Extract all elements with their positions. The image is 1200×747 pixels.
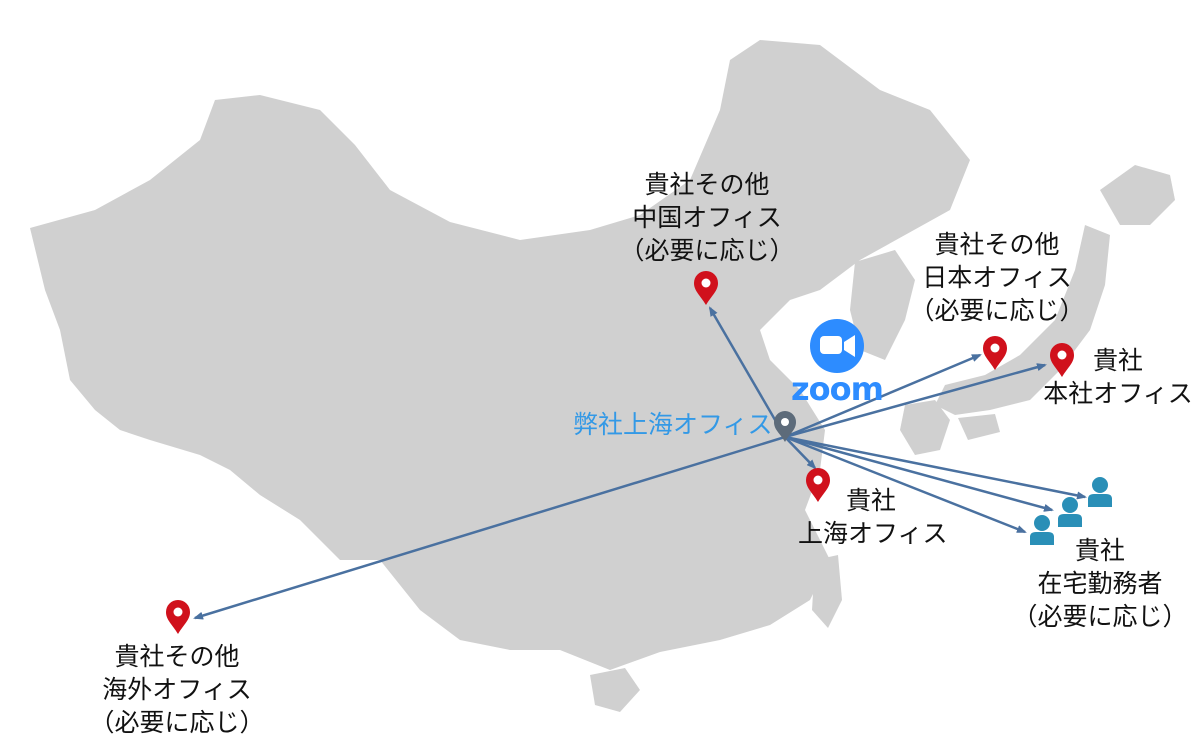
pin-china-office	[694, 271, 718, 305]
label-line: 貴社	[1092, 346, 1143, 375]
person-icon	[1062, 497, 1078, 513]
label-line: 貴社	[845, 486, 896, 515]
map-pin-icon	[166, 600, 190, 634]
label-shanghai-office: 貴社 上海オフィス	[798, 484, 948, 550]
label-line: （必要に応じ）	[619, 236, 795, 265]
zoom-logo: zoom	[782, 318, 892, 408]
korea-peninsula	[850, 250, 915, 360]
label-line: 貴社その他	[114, 642, 240, 671]
label-line: 在宅勤務者	[1037, 569, 1163, 598]
japan-kyushu	[900, 400, 950, 455]
arrow-to-china-office	[708, 306, 787, 438]
hainan-island	[590, 668, 640, 712]
label-line: 上海オフィス	[798, 519, 948, 548]
label-overseas-office: 貴社その他 海外オフィス （必要に応じ）	[82, 640, 272, 739]
pin-japan-office	[983, 336, 1007, 370]
pin-overseas-office	[166, 600, 190, 634]
connection-arrows	[193, 306, 1087, 620]
remote-worker-2	[1058, 497, 1082, 527]
arrow-to-overseas-office	[193, 435, 786, 620]
land-layer	[30, 40, 1175, 712]
taiwan-island	[812, 555, 842, 628]
pin-shanghai-office	[806, 468, 830, 502]
remote-worker-3	[1030, 515, 1054, 545]
label-japan-office: 貴社その他 日本オフィス （必要に応じ）	[902, 228, 1092, 327]
map-pin-icon	[774, 411, 796, 442]
arrow-to-remote-worker-3	[784, 435, 1027, 534]
label-line: 中国オフィス	[632, 203, 782, 232]
hub-label: 弊社上海オフィス	[573, 410, 773, 439]
zoom-wordmark: zoom	[791, 370, 884, 408]
arrow-to-japan-office	[784, 353, 982, 439]
arrow-to-headquarters	[784, 363, 1047, 439]
label-line: 貴社	[1074, 536, 1125, 565]
label-line: 日本オフィス	[922, 263, 1072, 292]
person-icon	[1092, 477, 1108, 493]
label-headquarters: 貴社 本社オフィス	[1042, 344, 1194, 410]
label-line: 海外オフィス	[102, 675, 252, 704]
label-line: （必要に応じ）	[1012, 602, 1188, 631]
map-pin-icon	[983, 336, 1007, 370]
video-camera-icon	[810, 319, 864, 373]
label-remote-workers: 貴社 在宅勤務者 （必要に応じ）	[1010, 534, 1190, 633]
label-line: （必要に応じ）	[909, 296, 1085, 325]
label-line: 貴社その他	[934, 230, 1060, 259]
pin-headquarters	[1050, 343, 1074, 377]
map-pin-icon	[806, 468, 830, 502]
arrow-to-remote-worker-2	[784, 435, 1054, 512]
arrow-to-remote-worker-1	[784, 435, 1087, 500]
label-line: 貴社その他	[644, 170, 770, 199]
label-line: （必要に応じ）	[89, 708, 265, 737]
remote-worker-1	[1088, 477, 1112, 507]
pin-hub-shanghai	[774, 411, 796, 442]
japan-shikoku	[958, 414, 1000, 440]
japan-honshu	[935, 225, 1110, 415]
map-pin-icon	[694, 271, 718, 305]
arrow-to-shanghai-office	[784, 436, 817, 470]
label-line: 本社オフィス	[1043, 379, 1193, 408]
japan-hokkaido	[1100, 165, 1175, 225]
map-pin-icon	[1050, 343, 1074, 377]
label-china-office: 貴社その他 中国オフィス （必要に応じ）	[612, 168, 802, 267]
china-mainland	[30, 40, 970, 670]
person-icon	[1034, 515, 1050, 531]
